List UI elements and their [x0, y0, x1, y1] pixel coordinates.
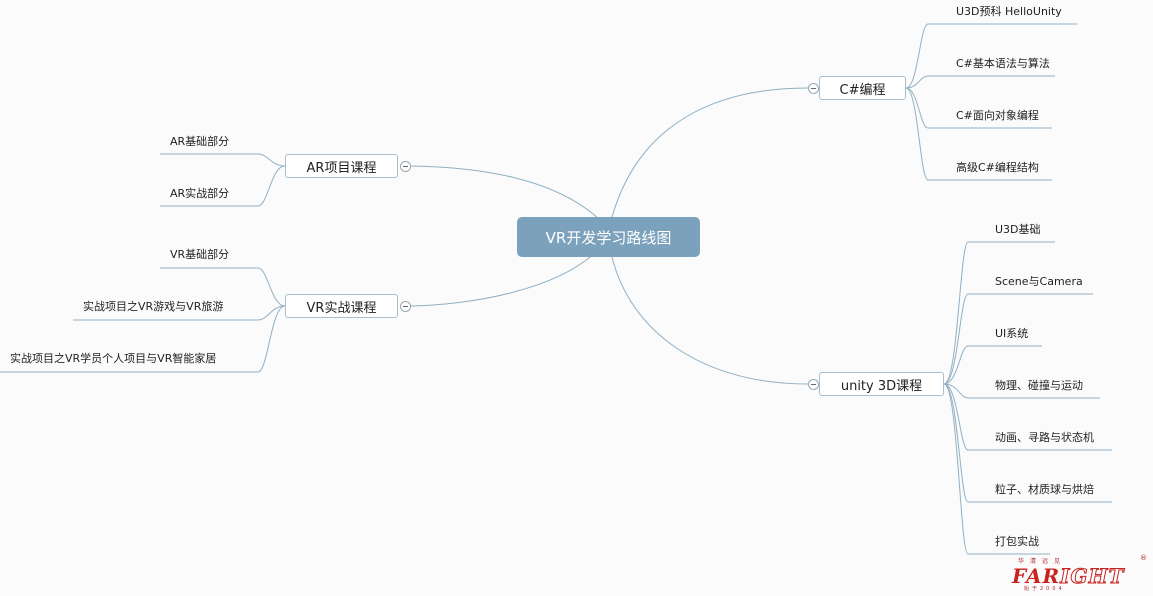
leaf-csharp-3[interactable]: C#面向对象编程: [956, 109, 1039, 122]
farsight-logo: 华清远见 FARIGHT 始于2004 ®: [1010, 554, 1147, 592]
central-topic[interactable]: VR开发学习路线图: [517, 217, 700, 257]
branch-unity-label: unity 3D课程: [840, 378, 923, 394]
connector-vr-leaf-3: [0, 305, 286, 373]
leaf-unity-3[interactable]: UI系统: [995, 327, 1029, 340]
leaf-unity-5[interactable]: 动画、寻路与状态机: [995, 431, 1094, 444]
connector-central-vr: [410, 247, 601, 307]
branch-ar[interactable]: AR项目课程: [285, 154, 398, 178]
logo-far-text: FAR: [1012, 564, 1061, 588]
connector-unity-leaf-5: [943, 383, 1112, 451]
connector-unity-leaf-1: [943, 241, 1055, 385]
collapse-vr-icon[interactable]: [400, 301, 411, 312]
leaf-unity-1[interactable]: U3D基础: [995, 223, 1041, 236]
branch-vr-label: VR实战课程: [306, 300, 377, 316]
leaf-ar-1[interactable]: AR基础部分: [170, 135, 230, 148]
logo-top-text: 华清远见: [1018, 558, 1067, 565]
branch-unity[interactable]: unity 3D课程: [819, 372, 944, 396]
connector-unity-leaf-3: [943, 345, 1042, 385]
connector-central-ar: [410, 165, 609, 229]
leaf-unity-6[interactable]: 粒子、材质球与烘焙: [995, 483, 1094, 496]
connector-unity-leaf-7: [943, 383, 1050, 555]
connector-central-csharp: [611, 87, 809, 218]
connector-csharp-leaf-3: [905, 87, 1052, 129]
central-topic-label: VR开发学习路线图: [545, 228, 672, 247]
collapse-ar-icon[interactable]: [400, 161, 411, 172]
leaf-csharp-4[interactable]: 高级C#编程结构: [956, 161, 1039, 174]
leaf-csharp-1[interactable]: U3D预科 HelloUnity: [956, 5, 1062, 18]
logo-registered-mark: ®: [1140, 554, 1147, 562]
logo-ight-text: IGHT: [1060, 564, 1125, 589]
connector-csharp-leaf-1: [905, 23, 1077, 89]
leaf-vr-1[interactable]: VR基础部分: [170, 248, 230, 261]
leaf-unity-4[interactable]: 物理、碰撞与运动: [995, 379, 1083, 392]
leaf-vr-2[interactable]: 实战项目之VR游戏与VR旅游: [83, 300, 224, 313]
connector-unity-leaf-2: [943, 293, 1093, 385]
connector-csharp-leaf-4: [905, 87, 1052, 181]
leaf-unity-2[interactable]: Scene与Camera: [995, 275, 1083, 288]
branch-ar-label: AR项目课程: [306, 160, 377, 176]
connector-unity-leaf-4: [943, 383, 1100, 399]
logo-bottom-text: 始于2004: [1024, 586, 1065, 592]
branch-csharp-label: C#编程: [839, 82, 886, 98]
collapse-unity-icon[interactable]: [808, 379, 819, 390]
connector-unity-leaf-6: [943, 383, 1112, 503]
connector-ar-leaf-2: [160, 165, 286, 207]
connector-ar-leaf-1: [160, 153, 286, 167]
leaf-vr-3[interactable]: 实战项目之VR学员个人项目与VR智能家居: [10, 352, 217, 365]
branch-vr[interactable]: VR实战课程: [285, 294, 398, 318]
connector-csharp-leaf-2: [905, 75, 1055, 89]
leaf-ar-2[interactable]: AR实战部分: [170, 187, 230, 200]
connector-central-unity: [611, 256, 809, 385]
collapse-csharp-icon[interactable]: [808, 83, 819, 94]
connector-vr-leaf-1: [160, 267, 286, 307]
logo-wordmark: FARIGHT: [1012, 564, 1125, 589]
branch-csharp[interactable]: C#编程: [819, 76, 906, 100]
leaf-csharp-2[interactable]: C#基本语法与算法: [956, 57, 1050, 70]
leaf-unity-7[interactable]: 打包实战: [995, 535, 1039, 548]
connector-vr-leaf-2: [73, 305, 286, 321]
